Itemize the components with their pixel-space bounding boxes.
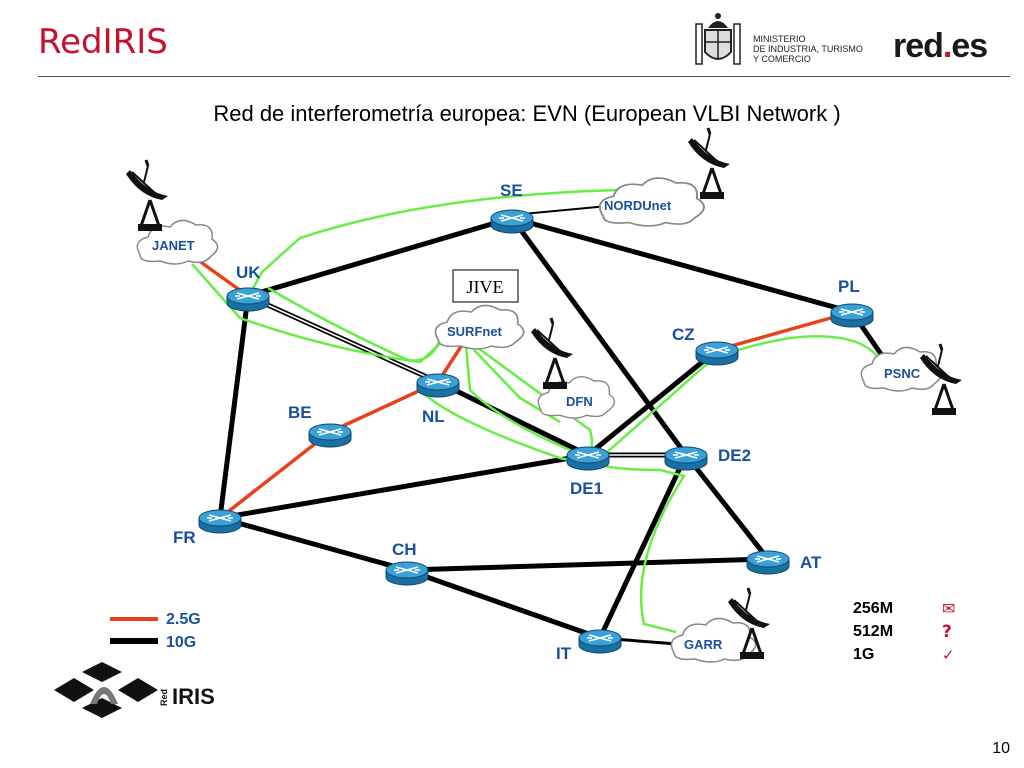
router-icon [578, 629, 622, 654]
speed-label-1g: 1G [853, 646, 874, 663]
router-icon [746, 550, 790, 575]
node-label-fr: FR [173, 528, 196, 547]
ministry-name: MINISTERIO DE INDUSTRIA, TURISMO Y COMER… [753, 34, 863, 64]
router-icon [566, 446, 610, 471]
router-icon [664, 446, 708, 471]
router-icon [830, 303, 874, 328]
link-nl-de1 [436, 379, 590, 458]
node-label-de2: DE2 [718, 446, 751, 465]
router-icon [385, 561, 429, 586]
link-ch-at [406, 556, 769, 573]
cloud-dfn: DFN [537, 375, 616, 419]
vlbi-path-de1-jive [464, 345, 571, 452]
speed-label-512m: 512M [853, 623, 893, 640]
jive-label: JIVE [467, 277, 504, 297]
link-uk-fr [217, 295, 251, 519]
coat-of-arms-icon [695, 13, 741, 65]
ministry-line-1: MINISTERIO [753, 34, 806, 44]
node-label-de1: DE1 [570, 479, 603, 498]
node-label-nl: NL [422, 407, 445, 426]
speed-symbol-512m: ? [942, 622, 952, 642]
vlbi-path-janet-jive [191, 263, 447, 364]
ministry-line-2: DE INDUSTRIA, TURISMO [753, 44, 863, 54]
cloud-label-garr: GARR [684, 637, 723, 652]
node-label-uk: UK [236, 263, 261, 282]
node-label-cz: CZ [672, 325, 695, 344]
red-es-logo-dot: . [942, 27, 953, 65]
link-uk-se [247, 215, 513, 299]
footer-logo-red: Red [159, 689, 169, 706]
router-icon [226, 287, 270, 312]
link-de2-it [597, 453, 689, 640]
cloud-label-janet: JANET [152, 238, 195, 253]
page-number: 10 [992, 740, 1010, 757]
cloud-label-nordunet: NORDUnet [604, 198, 672, 213]
vlbi-path-nordunet [250, 188, 621, 291]
red-es-logo-es: es [951, 27, 988, 65]
router-icon [490, 209, 534, 234]
rediris-footer-logo: Red IRIS [54, 662, 215, 718]
node-label-ch: CH [392, 540, 417, 559]
link-fr-be [218, 430, 332, 520]
node-label-se: SE [500, 181, 523, 200]
rediris-brand-title: RedIRIS [38, 22, 168, 62]
node-label-pl: PL [838, 277, 860, 296]
router-icon [416, 373, 460, 398]
cloud-nordunet: NORDUnet [598, 177, 705, 227]
jive-box [452, 269, 519, 303]
node-label-be: BE [288, 403, 312, 422]
cloud-surfnet: SURFnet [434, 304, 525, 350]
cloud-garr: GARR [670, 617, 757, 663]
link-fr-de1 [219, 452, 589, 521]
radio-telescope-icon [124, 158, 170, 233]
footer-logo-iris: IRIS [172, 684, 215, 709]
router-icon [198, 509, 242, 534]
radio-telescope-icon [529, 316, 575, 391]
node-label-it: IT [556, 644, 572, 663]
router-icon [308, 423, 352, 448]
cloud-label-dfn: DFN [566, 394, 593, 409]
link-de1-cz [586, 348, 719, 457]
legend-label-10g: 10G [166, 634, 196, 651]
speed-list: 256M ✉ 512M ? 1G ✓ [853, 599, 955, 664]
link-cz-pl [716, 310, 853, 352]
ministry-line-3: Y COMERCIO [753, 54, 811, 64]
router-icon [695, 341, 739, 366]
cloud-label-psnc: PSNC [884, 366, 921, 381]
link-ch-it [406, 567, 601, 641]
speed-label-256m: 256M [853, 600, 893, 617]
link-de2-at [684, 453, 770, 561]
red-es-logo-red: red [893, 27, 944, 65]
node-label-at: AT [800, 553, 822, 572]
cloud-janet: JANET [136, 219, 219, 265]
speed-symbol-256m: ✉ [942, 599, 955, 618]
vlbi-path-garr [589, 460, 686, 634]
red-es-logo: red.es [893, 27, 988, 66]
header-divider [38, 76, 1010, 77]
link-fr-ch [219, 515, 408, 573]
link-se-de2 [509, 216, 689, 457]
speed-symbol-1g: ✓ [942, 646, 955, 664]
cloud-label-surfnet: SURFnet [447, 324, 503, 339]
slide-title: Red de interferometría europea: EVN (Eur… [213, 101, 841, 126]
cloud-psnc: PSNC [860, 346, 943, 392]
vlbi-path-uk-jive [267, 286, 442, 362]
link-se-pl [511, 215, 853, 315]
legend: 2.5G 10G [110, 611, 201, 651]
legend-label-2-5g: 2.5G [166, 611, 201, 628]
